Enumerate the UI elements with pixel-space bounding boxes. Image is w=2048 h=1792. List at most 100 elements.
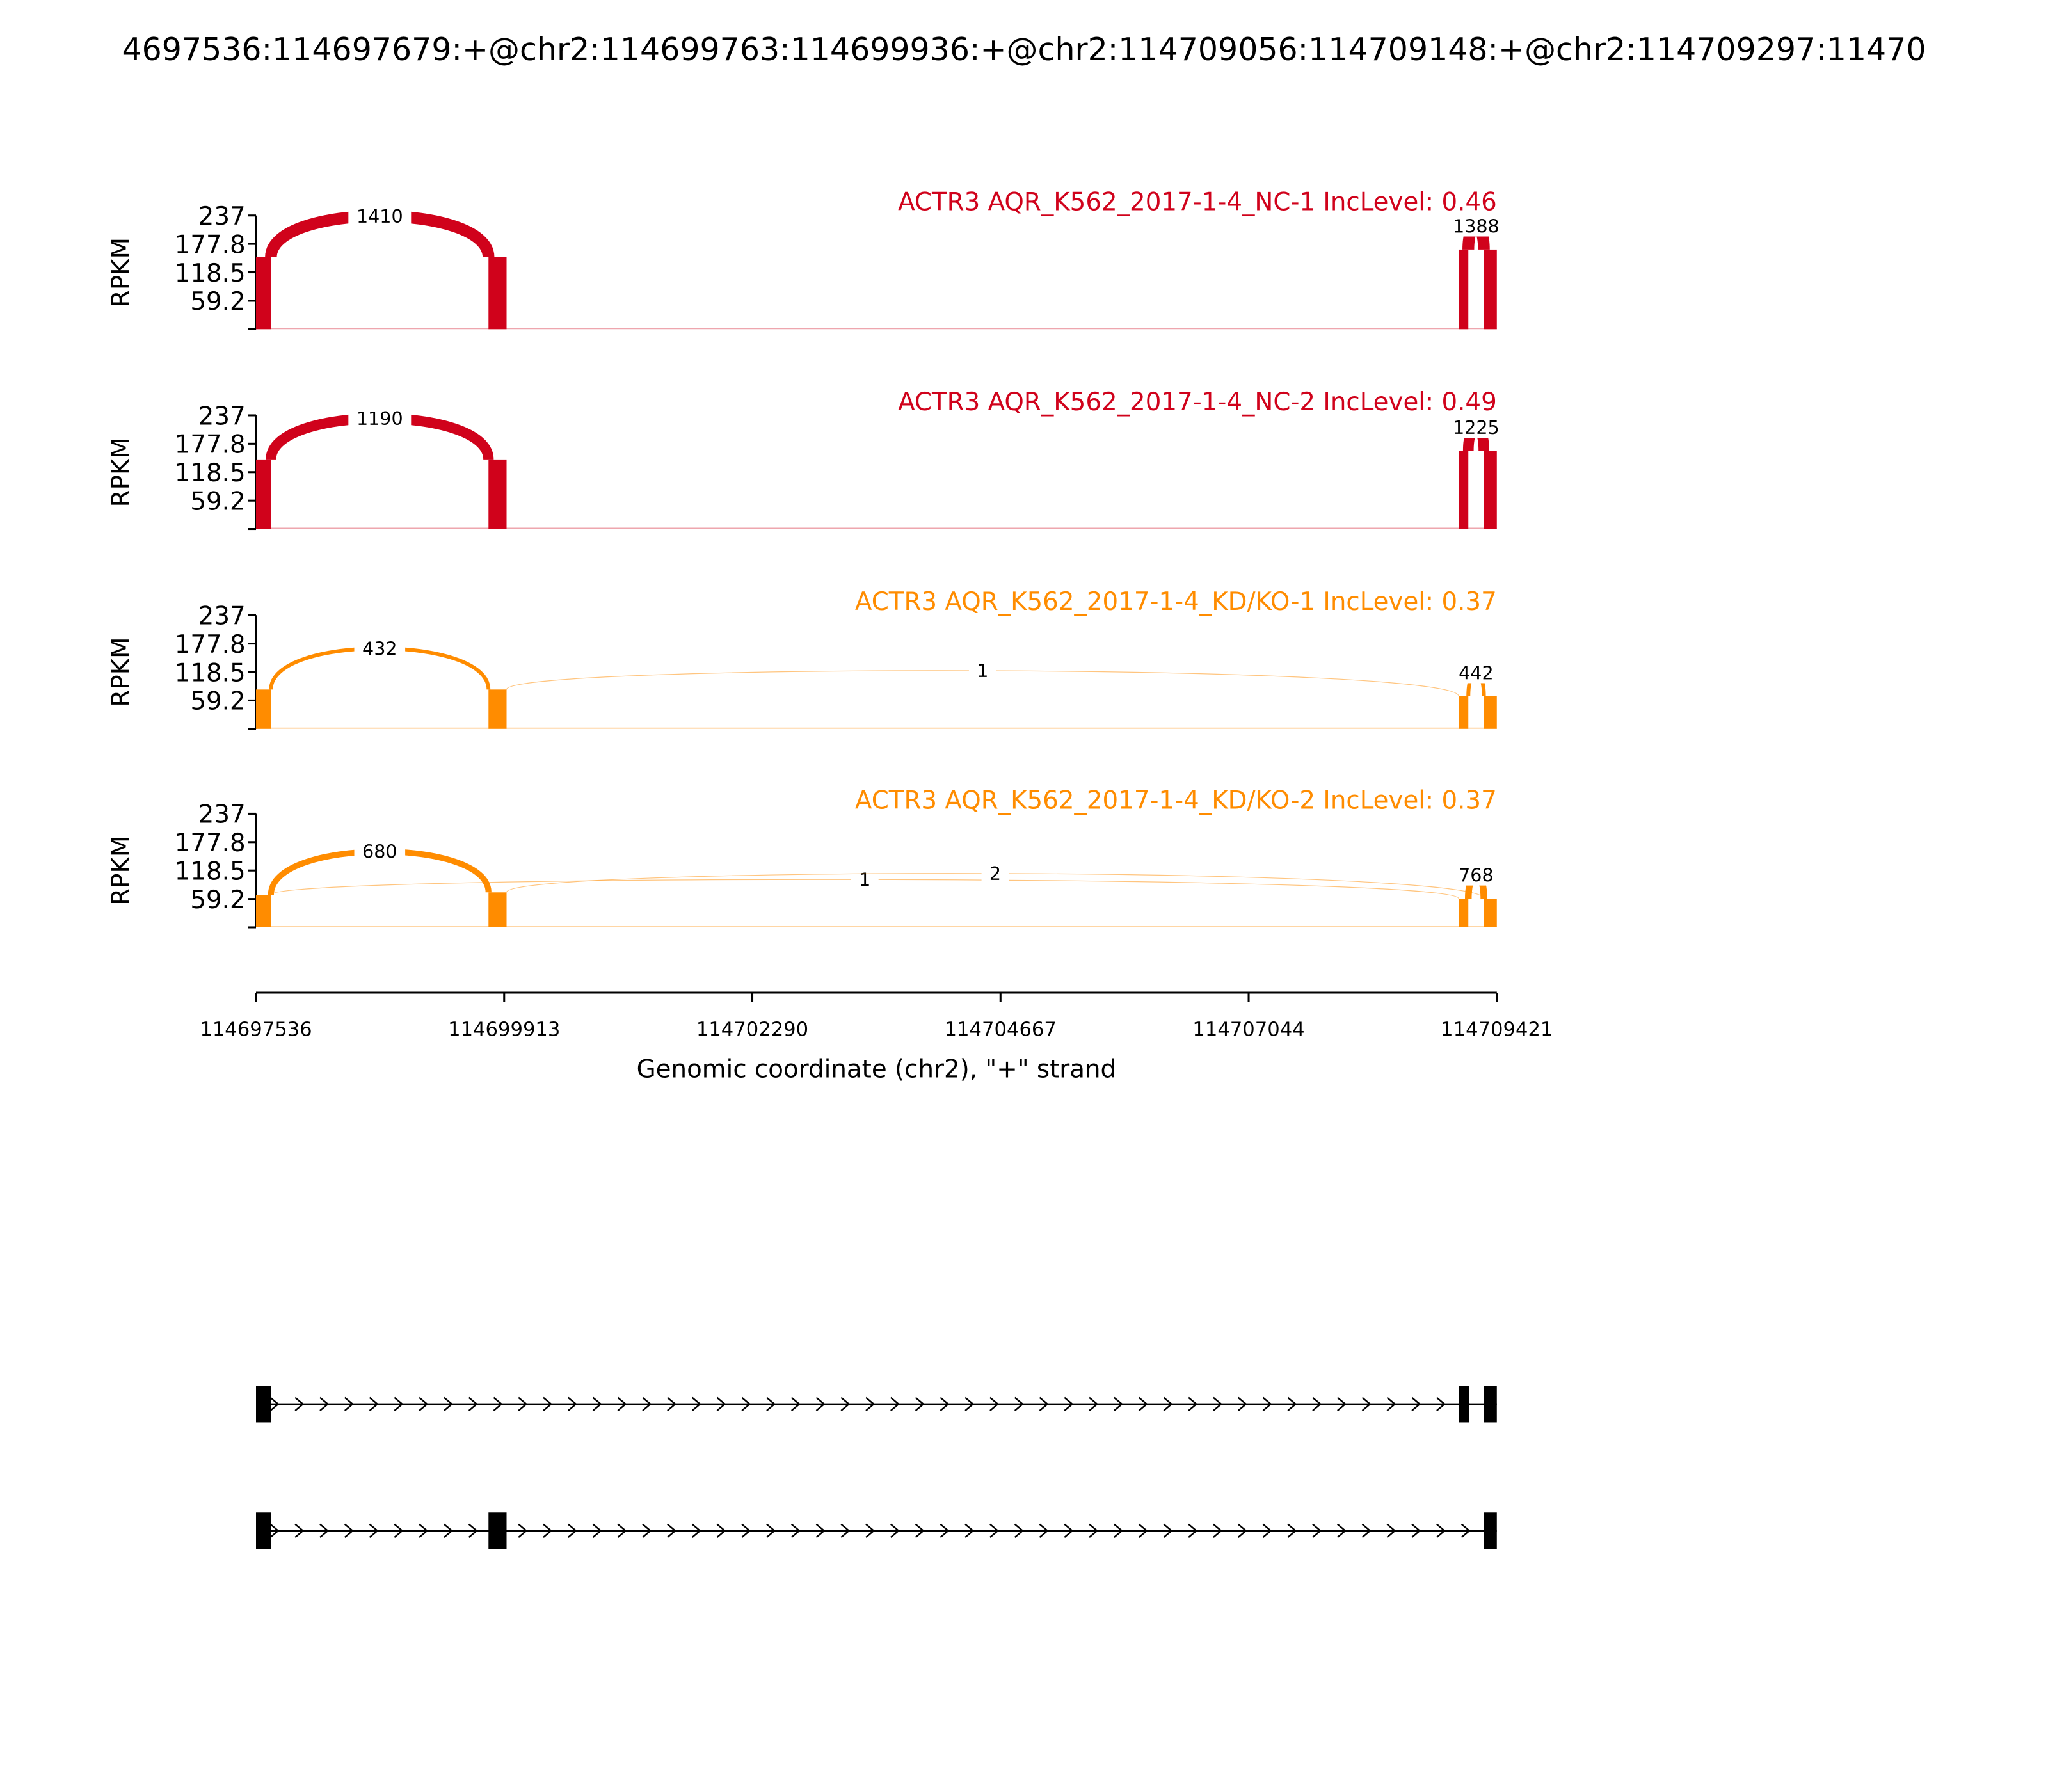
x-tick-label: 114697536	[200, 1018, 312, 1041]
strand-arrow-icon	[269, 1396, 280, 1412]
exon-block	[488, 1512, 507, 1549]
junction-count-label: 680	[362, 841, 397, 863]
y-axis-label: RPKM	[107, 836, 136, 906]
strand-arrow-icon	[1064, 1396, 1074, 1412]
strand-arrow-icon	[444, 1396, 454, 1412]
gene-models	[256, 1386, 1497, 1549]
strand-arrow-icon	[1287, 1396, 1297, 1412]
y-tick-label: 118.5	[175, 259, 246, 288]
junction-label-bg	[851, 866, 879, 890]
strand-arrow-icon	[691, 1396, 701, 1412]
coverage-bar	[256, 895, 271, 927]
y-tick-label: 177.8	[175, 431, 246, 460]
strand-arrow-icon	[1188, 1396, 1198, 1412]
junction-label-bg	[1444, 414, 1508, 438]
strand-arrow-icon	[394, 1523, 404, 1538]
strand-arrow-icon	[1287, 1523, 1297, 1538]
strand-arrow-icon	[592, 1523, 602, 1538]
strand-arrow-icon	[493, 1396, 503, 1412]
strand-arrow-icon	[567, 1396, 577, 1412]
junction-count-label: 1388	[1453, 215, 1500, 237]
strand-arrow-icon	[989, 1396, 1000, 1412]
junction-count-label: 768	[1459, 864, 1494, 886]
y-tick-label: 237	[198, 202, 246, 231]
junction-count-label: 2	[989, 863, 1001, 884]
strand-arrow-icon	[989, 1523, 1000, 1538]
x-tick-label: 114707044	[1192, 1018, 1304, 1041]
strand-arrow-icon	[1411, 1523, 1421, 1538]
strand-arrow-icon	[1411, 1396, 1421, 1412]
coverage-bar	[256, 257, 271, 330]
strand-arrow-icon	[1237, 1396, 1247, 1412]
strand-arrow-icon	[1014, 1396, 1024, 1412]
strand-arrow-icon	[642, 1523, 652, 1538]
y-tick-label: 118.5	[175, 659, 246, 687]
strand-arrow-icon	[1460, 1523, 1471, 1538]
y-tick-label: 177.8	[175, 829, 246, 858]
strand-arrow-icon	[294, 1396, 305, 1412]
coverage-bar	[1484, 899, 1497, 927]
strand-arrow-icon	[940, 1396, 950, 1412]
strand-arrow-icon	[1039, 1396, 1049, 1412]
x-tick-label: 114704667	[945, 1018, 1057, 1041]
y-axis-label: RPKM	[107, 637, 136, 707]
strand-arrow-icon	[667, 1396, 677, 1412]
y-tick-label: 59.2	[190, 287, 245, 316]
coverage-bar	[1459, 899, 1469, 927]
junction-label-bg	[968, 657, 996, 682]
coverage-bar	[1459, 451, 1469, 529]
y-axis-label: RPKM	[107, 437, 136, 507]
junction-label-bg	[354, 635, 406, 659]
strand-arrow-icon	[1262, 1523, 1272, 1538]
strand-arrow-icon	[543, 1396, 553, 1412]
strand-arrow-icon	[865, 1396, 876, 1412]
strand-arrow-icon	[1014, 1523, 1024, 1538]
strand-arrow-icon	[790, 1523, 801, 1538]
junction-count-label: 1	[977, 660, 988, 682]
junction-label-bg	[348, 203, 412, 227]
strand-arrow-icon	[1114, 1396, 1123, 1412]
y-tick-label: 59.2	[190, 687, 245, 716]
transcript-1	[256, 1386, 1497, 1423]
strand-arrow-icon	[1089, 1396, 1099, 1412]
strand-arrow-icon	[915, 1396, 925, 1412]
junction-label-bg	[354, 838, 406, 862]
y-tick-label: 118.5	[175, 857, 246, 886]
strand-arrow-icon	[716, 1396, 726, 1412]
strand-arrow-icon	[319, 1396, 330, 1412]
y-tick-label: 177.8	[175, 230, 246, 259]
junction-label-bg	[1444, 212, 1508, 237]
y-tick-label: 237	[198, 801, 246, 829]
junction-count-label: 1	[859, 869, 870, 891]
x-tick-label: 114709421	[1441, 1018, 1553, 1041]
strand-arrow-icon	[1163, 1523, 1173, 1538]
strand-arrow-icon	[964, 1523, 975, 1538]
panel-label: ACTR3 AQR_K562_2017-1-4_KD/KO-2 IncLevel…	[855, 786, 1497, 815]
strand-arrow-icon	[1237, 1523, 1247, 1538]
coverage-bar	[1484, 451, 1497, 529]
strand-arrow-icon	[319, 1523, 330, 1538]
y-tick-label: 237	[198, 402, 246, 431]
coverage-bar	[1459, 249, 1469, 330]
coverage-bar	[1459, 696, 1469, 729]
junction-count-label: 442	[1459, 662, 1494, 684]
junction-count-label: 1225	[1453, 417, 1500, 438]
strand-arrow-icon	[1386, 1396, 1396, 1412]
strand-arrow-icon	[840, 1523, 851, 1538]
strand-arrow-icon	[1312, 1396, 1322, 1412]
junction-label-bg	[348, 405, 412, 429]
exon-block	[1484, 1386, 1497, 1423]
strand-arrow-icon	[815, 1523, 826, 1538]
panel-label: ACTR3 AQR_K562_2017-1-4_NC-2 IncLevel: 0…	[898, 388, 1497, 417]
panel-label: ACTR3 AQR_K562_2017-1-4_KD/KO-1 IncLevel…	[855, 588, 1497, 616]
junction-label-bg	[981, 860, 1009, 884]
strand-arrow-icon	[394, 1396, 404, 1412]
strand-arrow-icon	[468, 1396, 478, 1412]
coverage-bar	[488, 892, 507, 927]
strand-arrow-icon	[543, 1523, 553, 1538]
exon-block	[256, 1386, 271, 1423]
y-axis-label: RPKM	[107, 237, 136, 307]
